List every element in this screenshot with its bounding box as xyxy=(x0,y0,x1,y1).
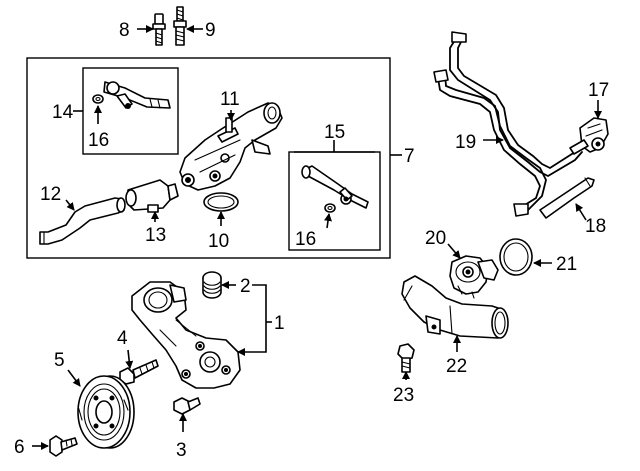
callout-4[interactable]: 4 xyxy=(117,328,128,349)
bolt-8-part[interactable] xyxy=(152,13,166,46)
thermostat-20-part[interactable] xyxy=(449,255,499,299)
callout-12[interactable]: 12 xyxy=(40,184,61,205)
coolant-tube-19-part[interactable] xyxy=(433,31,583,217)
seal-2-part[interactable] xyxy=(202,271,222,299)
callout-23[interactable]: 23 xyxy=(393,385,414,406)
bolt-3-part[interactable] xyxy=(173,397,201,415)
hose-18-part[interactable] xyxy=(539,177,595,219)
callout-10[interactable]: 10 xyxy=(208,231,229,252)
outlet-tube-14-part[interactable] xyxy=(103,81,171,109)
callout-19[interactable]: 19 xyxy=(455,132,476,153)
callout-16b[interactable]: 16 xyxy=(295,229,316,250)
leader-12 xyxy=(65,199,75,211)
bolt-4-part[interactable] xyxy=(119,359,159,385)
callout-8[interactable]: 8 xyxy=(119,20,130,41)
valve-13-part[interactable] xyxy=(125,179,179,213)
callout-1[interactable]: 1 xyxy=(274,313,285,334)
callout-6[interactable]: 6 xyxy=(14,437,25,458)
callout-5[interactable]: 5 xyxy=(54,350,65,371)
bypass-tube-15-part[interactable] xyxy=(301,165,369,209)
leader-1 xyxy=(244,284,267,353)
gasket-10-part[interactable] xyxy=(203,192,239,212)
callout-21[interactable]: 21 xyxy=(556,254,577,275)
fitting-17-part[interactable] xyxy=(569,117,609,155)
callout-9[interactable]: 9 xyxy=(205,20,216,41)
callout-22[interactable]: 22 xyxy=(446,356,467,377)
callout-13[interactable]: 13 xyxy=(145,225,166,246)
callout-11[interactable]: 11 xyxy=(220,89,240,110)
callout-16a[interactable]: 16 xyxy=(88,130,109,151)
water-pump-1-part[interactable] xyxy=(131,281,241,389)
callout-2[interactable]: 2 xyxy=(240,276,251,297)
leader-5 xyxy=(67,369,81,387)
seal-21-part[interactable] xyxy=(499,238,533,276)
callout-3[interactable]: 3 xyxy=(176,440,187,461)
bolt-6-part[interactable] xyxy=(49,435,78,457)
o-ring-16a-part[interactable] xyxy=(92,94,104,104)
outlet-housing-22-part[interactable] xyxy=(401,275,509,339)
callout-14[interactable]: 14 xyxy=(52,102,74,123)
callout-18[interactable]: 18 xyxy=(585,216,606,237)
callout-17[interactable]: 17 xyxy=(588,80,609,101)
pulley-5-part[interactable] xyxy=(77,375,135,449)
stud-9-part[interactable] xyxy=(173,6,187,46)
thermostat-housing-11-part[interactable] xyxy=(179,102,283,191)
callout-7[interactable]: 7 xyxy=(404,146,415,167)
leader-16b xyxy=(324,213,332,229)
leader-20 xyxy=(447,243,461,259)
leader-18 xyxy=(575,203,587,221)
assembly-group-box xyxy=(26,57,391,259)
bolt-23-part[interactable] xyxy=(397,343,415,373)
callout-20[interactable]: 20 xyxy=(425,228,446,249)
o-ring-16b-part[interactable] xyxy=(324,203,336,213)
leader-4 xyxy=(125,349,134,369)
hose-12-part[interactable] xyxy=(39,197,126,245)
callout-15[interactable]: 15 xyxy=(324,122,345,143)
